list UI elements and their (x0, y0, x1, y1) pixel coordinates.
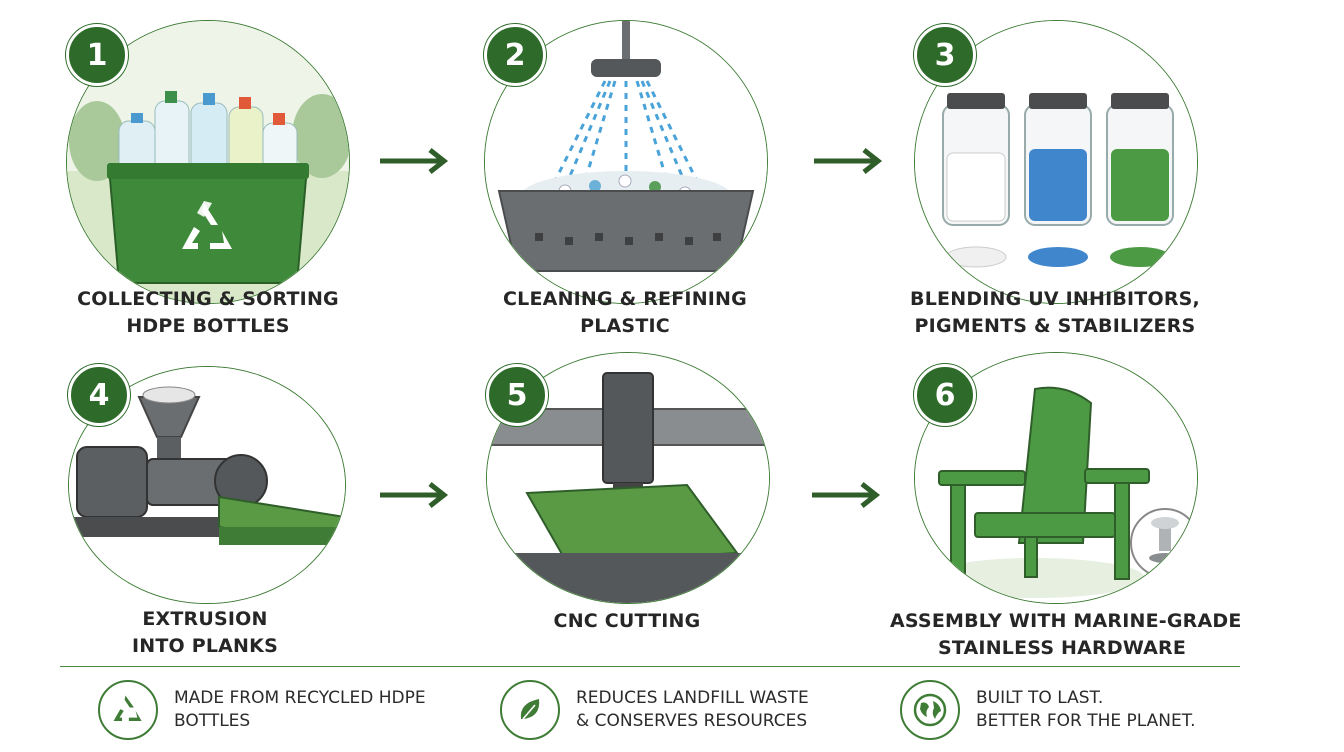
step-3-badge: 3 (914, 24, 976, 86)
globe-icon (900, 680, 960, 740)
bolt-hardware-icon (1149, 517, 1181, 563)
benefit-landfill: REDUCES LANDFILL WASTE & CONSERVES RESOU… (500, 680, 809, 740)
water-spray-icon (553, 80, 699, 182)
plank-icon (218, 495, 345, 549)
jar-white-icon (942, 93, 1010, 268)
leaf-icon (500, 680, 560, 740)
recycle-icon (98, 680, 158, 740)
recycle-icon (182, 201, 232, 249)
benefit-recycled: MADE FROM RECYCLED HDPE BOTTLES (98, 680, 426, 740)
step-1-badge: 1 (66, 24, 128, 86)
arrow-right-icon (812, 482, 881, 508)
step-3-label: BLENDING UV INHIBITORS, PIGMENTS & STABI… (910, 288, 1200, 337)
section-divider (60, 666, 1240, 667)
step-2-label: CLEANING & REFINING PLASTIC (503, 288, 747, 337)
benefit-planet-text: BUILT TO LAST. BETTER FOR THE PLANET. (976, 688, 1196, 731)
step-5-label: CNC CUTTING (553, 610, 701, 632)
arrow-right-icon (814, 148, 883, 174)
jar-green-icon (1106, 93, 1174, 267)
benefit-planet: BUILT TO LAST. BETTER FOR THE PLANET. (900, 680, 1196, 740)
jar-blue-icon (1024, 93, 1092, 267)
step-2-badge: 2 (484, 24, 546, 86)
benefit-landfill-text: REDUCES LANDFILL WASTE & CONSERVES RESOU… (576, 688, 809, 731)
benefit-recycled-text: MADE FROM RECYCLED HDPE BOTTLES (174, 688, 426, 731)
arrow-right-icon (380, 482, 449, 508)
step-5-badge: 5 (486, 364, 548, 426)
step-1-label: COLLECTING & SORTING HDPE BOTTLES (77, 288, 339, 337)
step-6-label: ASSEMBLY WITH MARINE-GRADE STAINLESS HAR… (890, 610, 1242, 659)
step-4-badge: 4 (68, 364, 130, 426)
adirondack-chair-icon (938, 386, 1150, 582)
step-4-label: EXTRUSION INTO PLANKS (132, 608, 278, 657)
arrow-right-icon (380, 148, 449, 174)
step-6-badge: 6 (914, 364, 976, 426)
